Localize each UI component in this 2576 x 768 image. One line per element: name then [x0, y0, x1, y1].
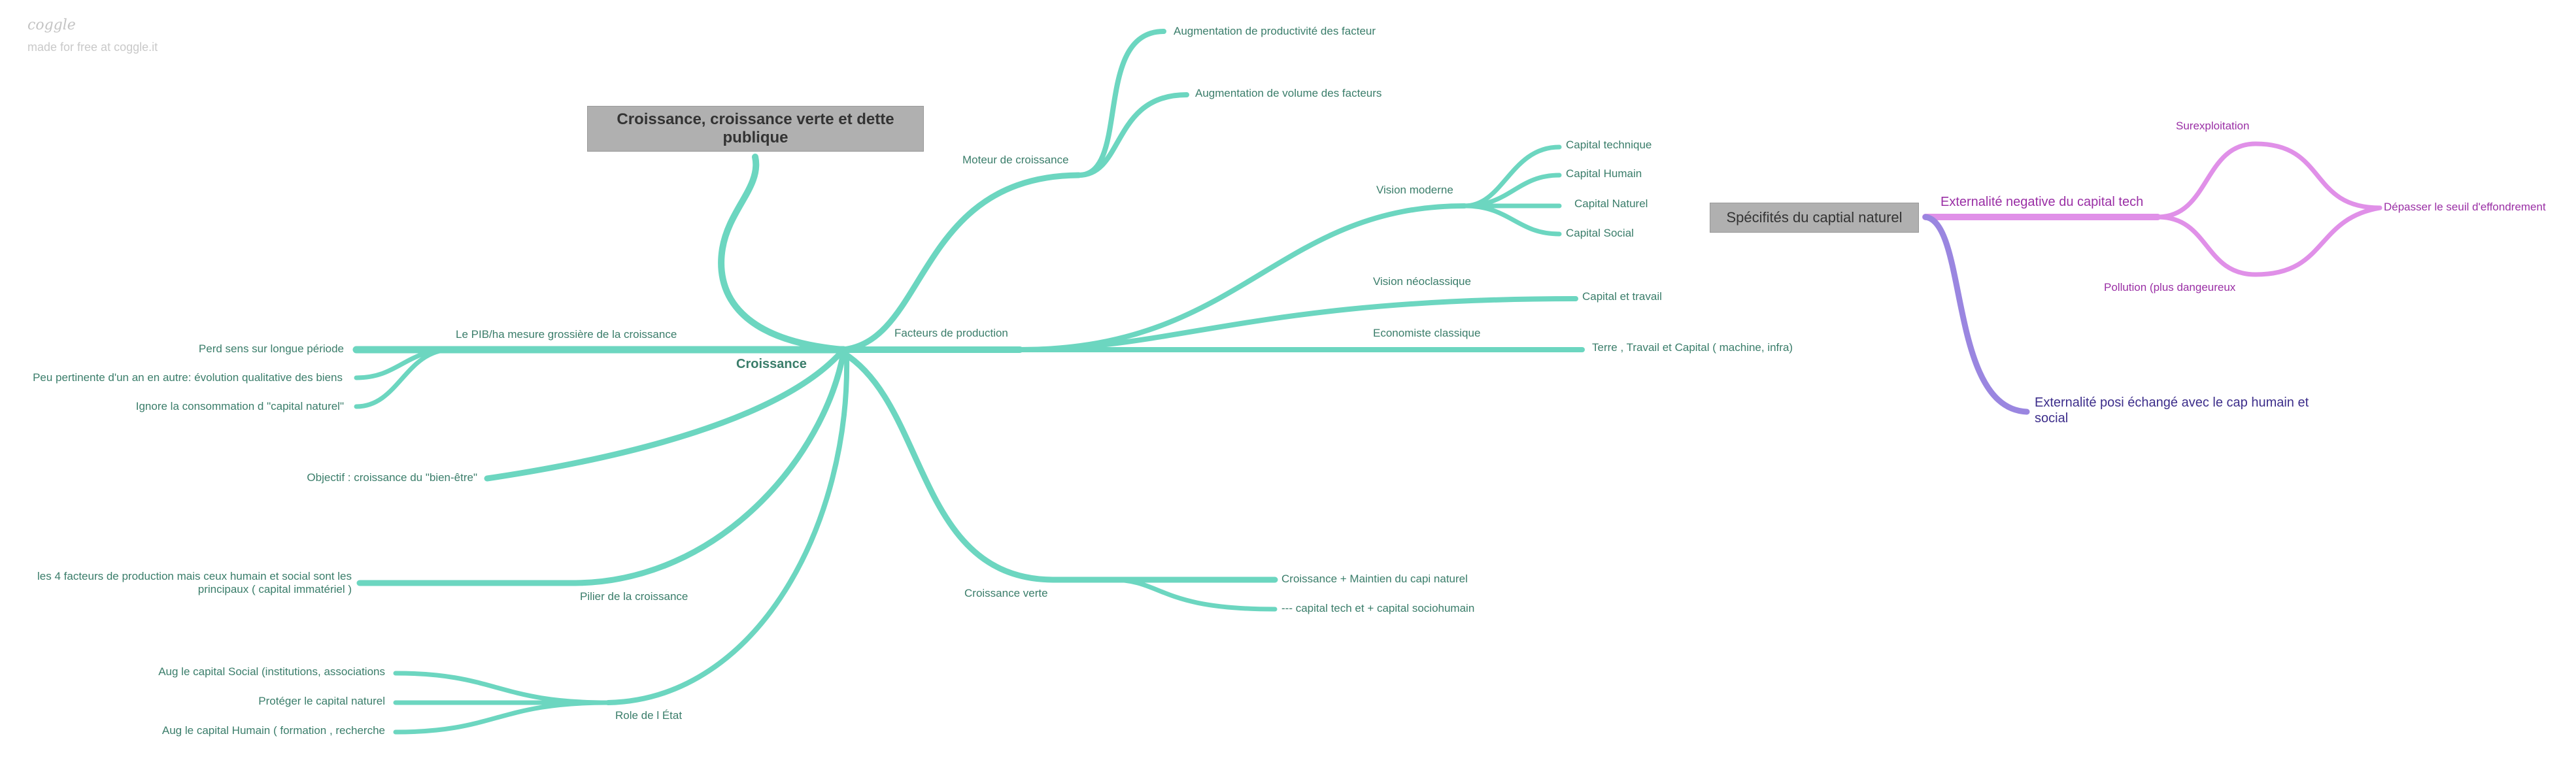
node-verte[interactable]: Croissance verte [964, 587, 1048, 599]
node-capital-humain[interactable]: Capital Humain [1566, 167, 1642, 180]
node-pib-peu-pertinente[interactable]: Peu pertinente d'un an en autre: évoluti… [33, 371, 343, 384]
node-role-humain[interactable]: Aug le capital Humain ( formation , rech… [161, 724, 385, 737]
node-verte-capital[interactable]: --- capital tech et + capital sociohumai… [1281, 602, 1475, 614]
node-moteur-volume[interactable]: Augmentation de volume des facteurs [1195, 87, 1382, 99]
title-node-text: Croissance, croissance verte et dette pu… [617, 110, 894, 146]
node-facteurs[interactable]: Facteurs de production [894, 327, 1008, 339]
node-pilier-item[interactable]: les 4 facteurs de production mais ceux h… [37, 570, 352, 596]
node-externalite-neg[interactable]: Externalité negative du capital tech [1940, 195, 2144, 209]
branch-role-item-1 [393, 671, 611, 705]
branch-externalite-pos [1922, 214, 2030, 415]
node-objectif[interactable]: Objectif : croissance du "bien-être" [307, 471, 477, 484]
node-depasser[interactable]: Dépasser le seuil d'effondrement [2384, 201, 2546, 213]
node-capital-naturel[interactable]: Capital Naturel [1574, 197, 1648, 210]
branch-capital-social [1462, 203, 1562, 237]
node-vision-neo[interactable]: Vision néoclassique [1373, 275, 1471, 288]
branch-pollution [2155, 205, 2382, 277]
branch-vision-moderne [1017, 203, 1467, 352]
coggle-tagline[interactable]: made for free at coggle.it [27, 41, 158, 54]
node-capital-social[interactable]: Capital Social [1566, 227, 1634, 239]
title-node[interactable]: Croissance, croissance verte et dette pu… [587, 106, 924, 152]
node-capital-travail[interactable]: Capital et travail [1582, 290, 1662, 303]
coggle-logo[interactable]: coggle [27, 17, 76, 33]
center-node[interactable]: Croissance [736, 357, 807, 371]
node-eco-classique[interactable]: Economiste classique [1373, 327, 1481, 339]
node-externalite-pos-line-1: Externalité posi échangé avec le cap hum… [2035, 395, 2309, 410]
node-role-naturel[interactable]: Protéger le capital naturel [258, 695, 385, 707]
node-pilier-item-line-1: les 4 facteurs de production mais ceux h… [37, 570, 352, 582]
node-moteur[interactable]: Moteur de croissance [962, 154, 1069, 166]
node-externalite-pos-line-2: social [2035, 411, 2069, 426]
branch-verte [840, 350, 1278, 583]
node-pilier[interactable]: Pilier de la croissance [580, 590, 688, 603]
node-pib-longue-periode[interactable]: Perd sens sur longue période [198, 342, 344, 355]
node-verte-maintien[interactable]: Croissance + Maintien du capi naturel [1281, 573, 1468, 585]
node-terre-travail-capital[interactable]: Terre , Travail et Capital ( machine, in… [1592, 341, 1793, 354]
branch-surexploitation [2155, 141, 2382, 220]
node-moteur-productivite[interactable]: Augmentation de productivité des facteur [1174, 25, 1376, 37]
specificites-node[interactable]: Spécifités du captial naturel [1710, 203, 1919, 233]
branch-pilier [356, 350, 847, 586]
node-capital-technique[interactable]: Capital technique [1566, 139, 1652, 151]
node-externalite-pos[interactable]: Externalité posi échangé avec le cap hum… [2035, 395, 2309, 426]
branch-objectif [484, 346, 847, 482]
node-pib[interactable]: Le PIB/ha mesure grossière de la croissa… [456, 328, 677, 341]
branch-title [718, 154, 847, 353]
node-role[interactable]: Role de l État [615, 709, 683, 722]
node-pib-ignore[interactable]: Ignore la consommation d "capital nature… [135, 400, 344, 412]
branch-moteur-item-2 [1076, 92, 1189, 178]
node-pollution[interactable]: Pollution (plus dangeureux [2104, 281, 2236, 293]
branch-pib-item-3 [354, 347, 454, 409]
node-role-social[interactable]: Aug le capital Social (institutions, ass… [158, 665, 385, 678]
node-pilier-item-line-2: principaux ( capital immatériel ) [197, 583, 352, 595]
node-vision-moderne[interactable]: Vision moderne [1376, 184, 1453, 196]
branch-verte-item-2 [1109, 577, 1278, 612]
branch-role-item-3 [393, 700, 611, 735]
node-surexploitation[interactable]: Surexploitation [2176, 120, 2250, 132]
branch-role [605, 354, 850, 705]
branch-moteur [840, 172, 1082, 353]
specificites-node-text: Spécifités du captial naturel [1726, 209, 1903, 225]
